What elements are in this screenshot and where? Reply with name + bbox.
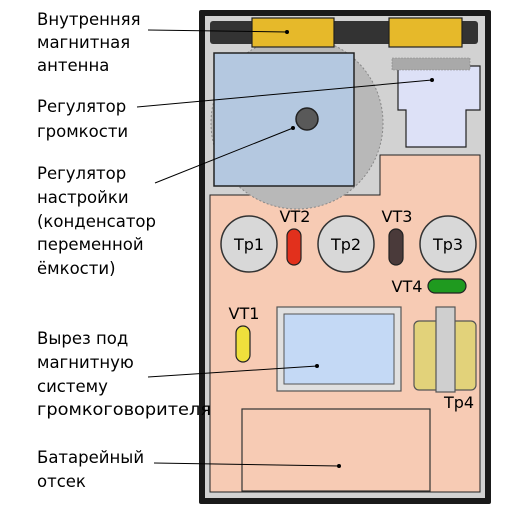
speaker-cutout bbox=[283, 313, 395, 385]
antenna-coil-left bbox=[251, 17, 335, 48]
volume-leader bbox=[136, 79, 433, 108]
antenna-label-line: Внутренняя bbox=[37, 10, 141, 29]
speaker-label-line: Вырез под bbox=[37, 329, 128, 348]
antenna-label-line: магнитная bbox=[37, 33, 130, 52]
vt3-label: VT3 bbox=[382, 207, 413, 226]
speaker-label-line: систему bbox=[37, 377, 108, 396]
antenna-label-line: антенна bbox=[37, 56, 109, 75]
tuning-capacitor-body bbox=[213, 52, 355, 187]
tuning-label: Регулятор настройки (конденсатор перемен… bbox=[37, 164, 161, 278]
tuning-leader-dot bbox=[291, 126, 295, 130]
tuning-label-line: настройки bbox=[37, 188, 129, 207]
transistor-vt2 bbox=[286, 228, 302, 266]
antenna-label: Внутренняя магнитная антенна bbox=[37, 10, 146, 75]
vt2-label: VT2 bbox=[280, 207, 311, 226]
battery-label-line: отсек bbox=[37, 472, 86, 491]
transformer-tr3 bbox=[419, 215, 477, 273]
transistor-vt4 bbox=[427, 278, 467, 294]
antenna-coil-right bbox=[388, 17, 463, 48]
volume-leader-dot bbox=[430, 78, 434, 82]
battery-leader bbox=[153, 462, 340, 467]
volume-label: Регулятор громкости bbox=[37, 97, 131, 141]
battery-compartment bbox=[241, 408, 431, 492]
transistor-vt1 bbox=[235, 325, 251, 363]
speaker-leader bbox=[147, 365, 318, 378]
volume-label-line: Регулятор bbox=[37, 97, 126, 116]
tr4-label: Тр4 bbox=[443, 393, 474, 412]
speaker-leader-dot bbox=[315, 364, 319, 368]
vt4-label: VT4 bbox=[392, 277, 423, 296]
battery-label-line: Батарейный bbox=[37, 448, 144, 467]
vt1-label: VT1 bbox=[229, 304, 260, 323]
tr2-label: Тр2 bbox=[330, 235, 361, 254]
tuning-label-line: переменной bbox=[37, 235, 144, 254]
speaker-label-line: громкоговорителя bbox=[37, 400, 211, 419]
battery-label: Батарейный отсек bbox=[37, 448, 149, 491]
transformer-tr4-core bbox=[435, 306, 456, 393]
tuning-label-line: Регулятор bbox=[37, 164, 126, 183]
volume-label-line: громкости bbox=[37, 122, 128, 141]
transistor-vt3 bbox=[388, 228, 404, 266]
tr1-label: Тр1 bbox=[233, 235, 264, 254]
battery-leader-dot bbox=[337, 464, 341, 468]
antenna-leader bbox=[147, 29, 288, 33]
earphone-jack bbox=[397, 65, 481, 148]
transformer-tr1 bbox=[220, 215, 278, 273]
jack-pins bbox=[391, 57, 471, 71]
tr3-label: Тр3 bbox=[432, 235, 463, 254]
speaker-label-line: магнитную bbox=[37, 353, 134, 372]
tuning-label-line: ёмкости) bbox=[37, 259, 116, 278]
tuning-label-line: (конденсатор bbox=[37, 212, 156, 231]
speaker-label: Вырез под магнитную систему громкоговори… bbox=[37, 329, 211, 419]
antenna-leader-dot bbox=[285, 30, 289, 34]
transformer-tr2 bbox=[317, 215, 375, 273]
volume-control-knob bbox=[295, 107, 319, 131]
tuning-leader bbox=[154, 127, 294, 184]
